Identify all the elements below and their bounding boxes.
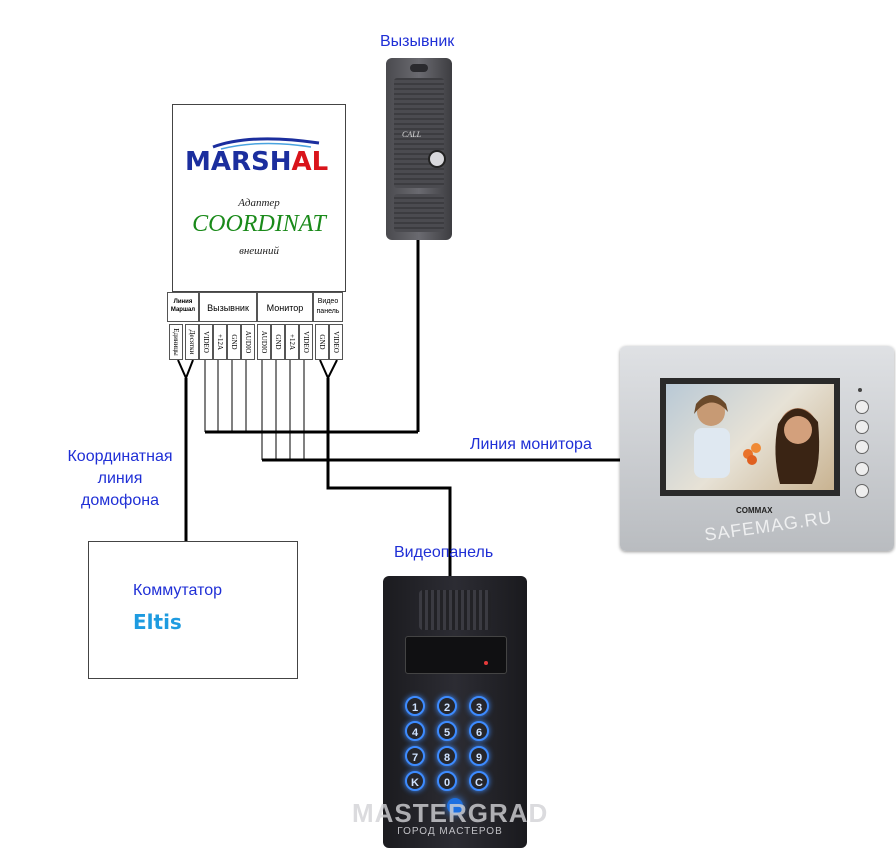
coord-line-label-3: домофона [81,492,159,509]
pin-mon-12v: +12A [285,324,299,360]
adapter-variant: внешний [239,245,279,257]
monitor-brand: COMMAX [736,506,773,515]
wire-to-video-panel [326,378,452,576]
terminal-pins: Единицы Десятки VIDEO +12A GND AUDIO AUD… [167,324,347,360]
terminal-group-video: Видео панель [313,292,343,322]
coord-line-label-1: Координатная [67,448,173,465]
terminal-group-monitor: Монитор [257,292,313,322]
keypad-key[interactable]: 3 [469,696,489,716]
monitor-screen-image [666,384,834,490]
video-panel-display [405,636,507,674]
pin-call-gnd: GND [227,324,241,360]
video-panel-speaker [419,590,491,630]
brand-main-text: MARSH [185,147,292,177]
adapter-type: Адаптер [238,197,280,209]
keypad-key[interactable]: 5 [437,721,457,741]
call-unit-button-text: CALL [402,130,422,139]
terminal-group-marshal: Линия Маршал [167,292,199,322]
switch-title: Коммутатор [133,582,223,599]
switch-brand: Eltis [133,610,182,634]
keypad-key[interactable]: 1 [405,696,425,716]
pin-tens: Десятки [185,324,199,360]
brand-swoosh-icon [212,137,320,150]
video-panel-label: Видеопанель [394,544,494,561]
pin-mon-gnd: GND [271,324,285,360]
call-unit-lower-grille [394,194,444,232]
pin-mon-audio: AUDIO [257,324,271,360]
brand-logo: MARSHAL [185,147,328,177]
keypad-key[interactable]: 0 [437,771,457,791]
keypad-key[interactable]: 7 [405,746,425,766]
monitor-button-5[interactable] [855,484,869,498]
monitor-led [858,388,862,392]
call-unit-camera [410,64,428,72]
keypad-key[interactable]: 4 [405,721,425,741]
call-unit-grille [394,78,444,188]
watermark-main: MASTERGRAD [352,798,549,828]
pin-call-audio: AUDIO [241,324,255,360]
monitor-button-2[interactable] [855,420,869,434]
pin-call-video: VIDEO [199,324,213,360]
monitor-line-label: Линия монитора [470,436,592,453]
keypad-key[interactable]: 8 [437,746,457,766]
adapter-box: MARSHAL Адаптер COORDINAT внешний [172,104,346,292]
call-unit-device: CALL [386,58,452,240]
coord-line-label: Координатная линия домофона [58,446,182,512]
monitor-buttons [855,400,885,500]
pin-vp-gnd: GND [315,324,329,360]
wire-marshal-line [177,359,194,381]
pin-vp-video: VIDEO [329,324,343,360]
keypad-key[interactable]: 2 [437,696,457,716]
monitor-button-3[interactable] [855,440,869,454]
monitor-button-1[interactable] [855,400,869,414]
adapter-model: COORDINAT [192,211,326,237]
watermark-sub: ГОРОД МАСТЕРОВ [397,826,503,837]
coord-line-label-2: линия [97,470,143,487]
keypad-key[interactable]: C [469,771,489,791]
terminal-headers: Линия Маршал Вызывник Монитор Видео пане… [167,292,347,326]
pin-call-12v: +12A [213,324,227,360]
family-photo-icon [694,395,820,484]
brand-accent-text: AL [291,147,329,177]
switch-box: Коммутатор Eltis [88,541,298,679]
monitor-button-4[interactable] [855,462,869,476]
pin-mon-video: VIDEO [299,324,313,360]
call-button[interactable] [428,150,446,168]
video-panel-led [484,661,488,665]
keypad-key[interactable]: 6 [469,721,489,741]
terminal-group-call: Вызывник [199,292,257,322]
video-panel-camera-icon [447,798,463,814]
pin-units: Единицы [169,324,183,360]
call-unit-label: Вызывник [380,33,455,50]
keypad-key[interactable]: K [405,771,425,791]
wire-video-panel-y [319,359,338,381]
keypad-key[interactable]: 9 [469,746,489,766]
